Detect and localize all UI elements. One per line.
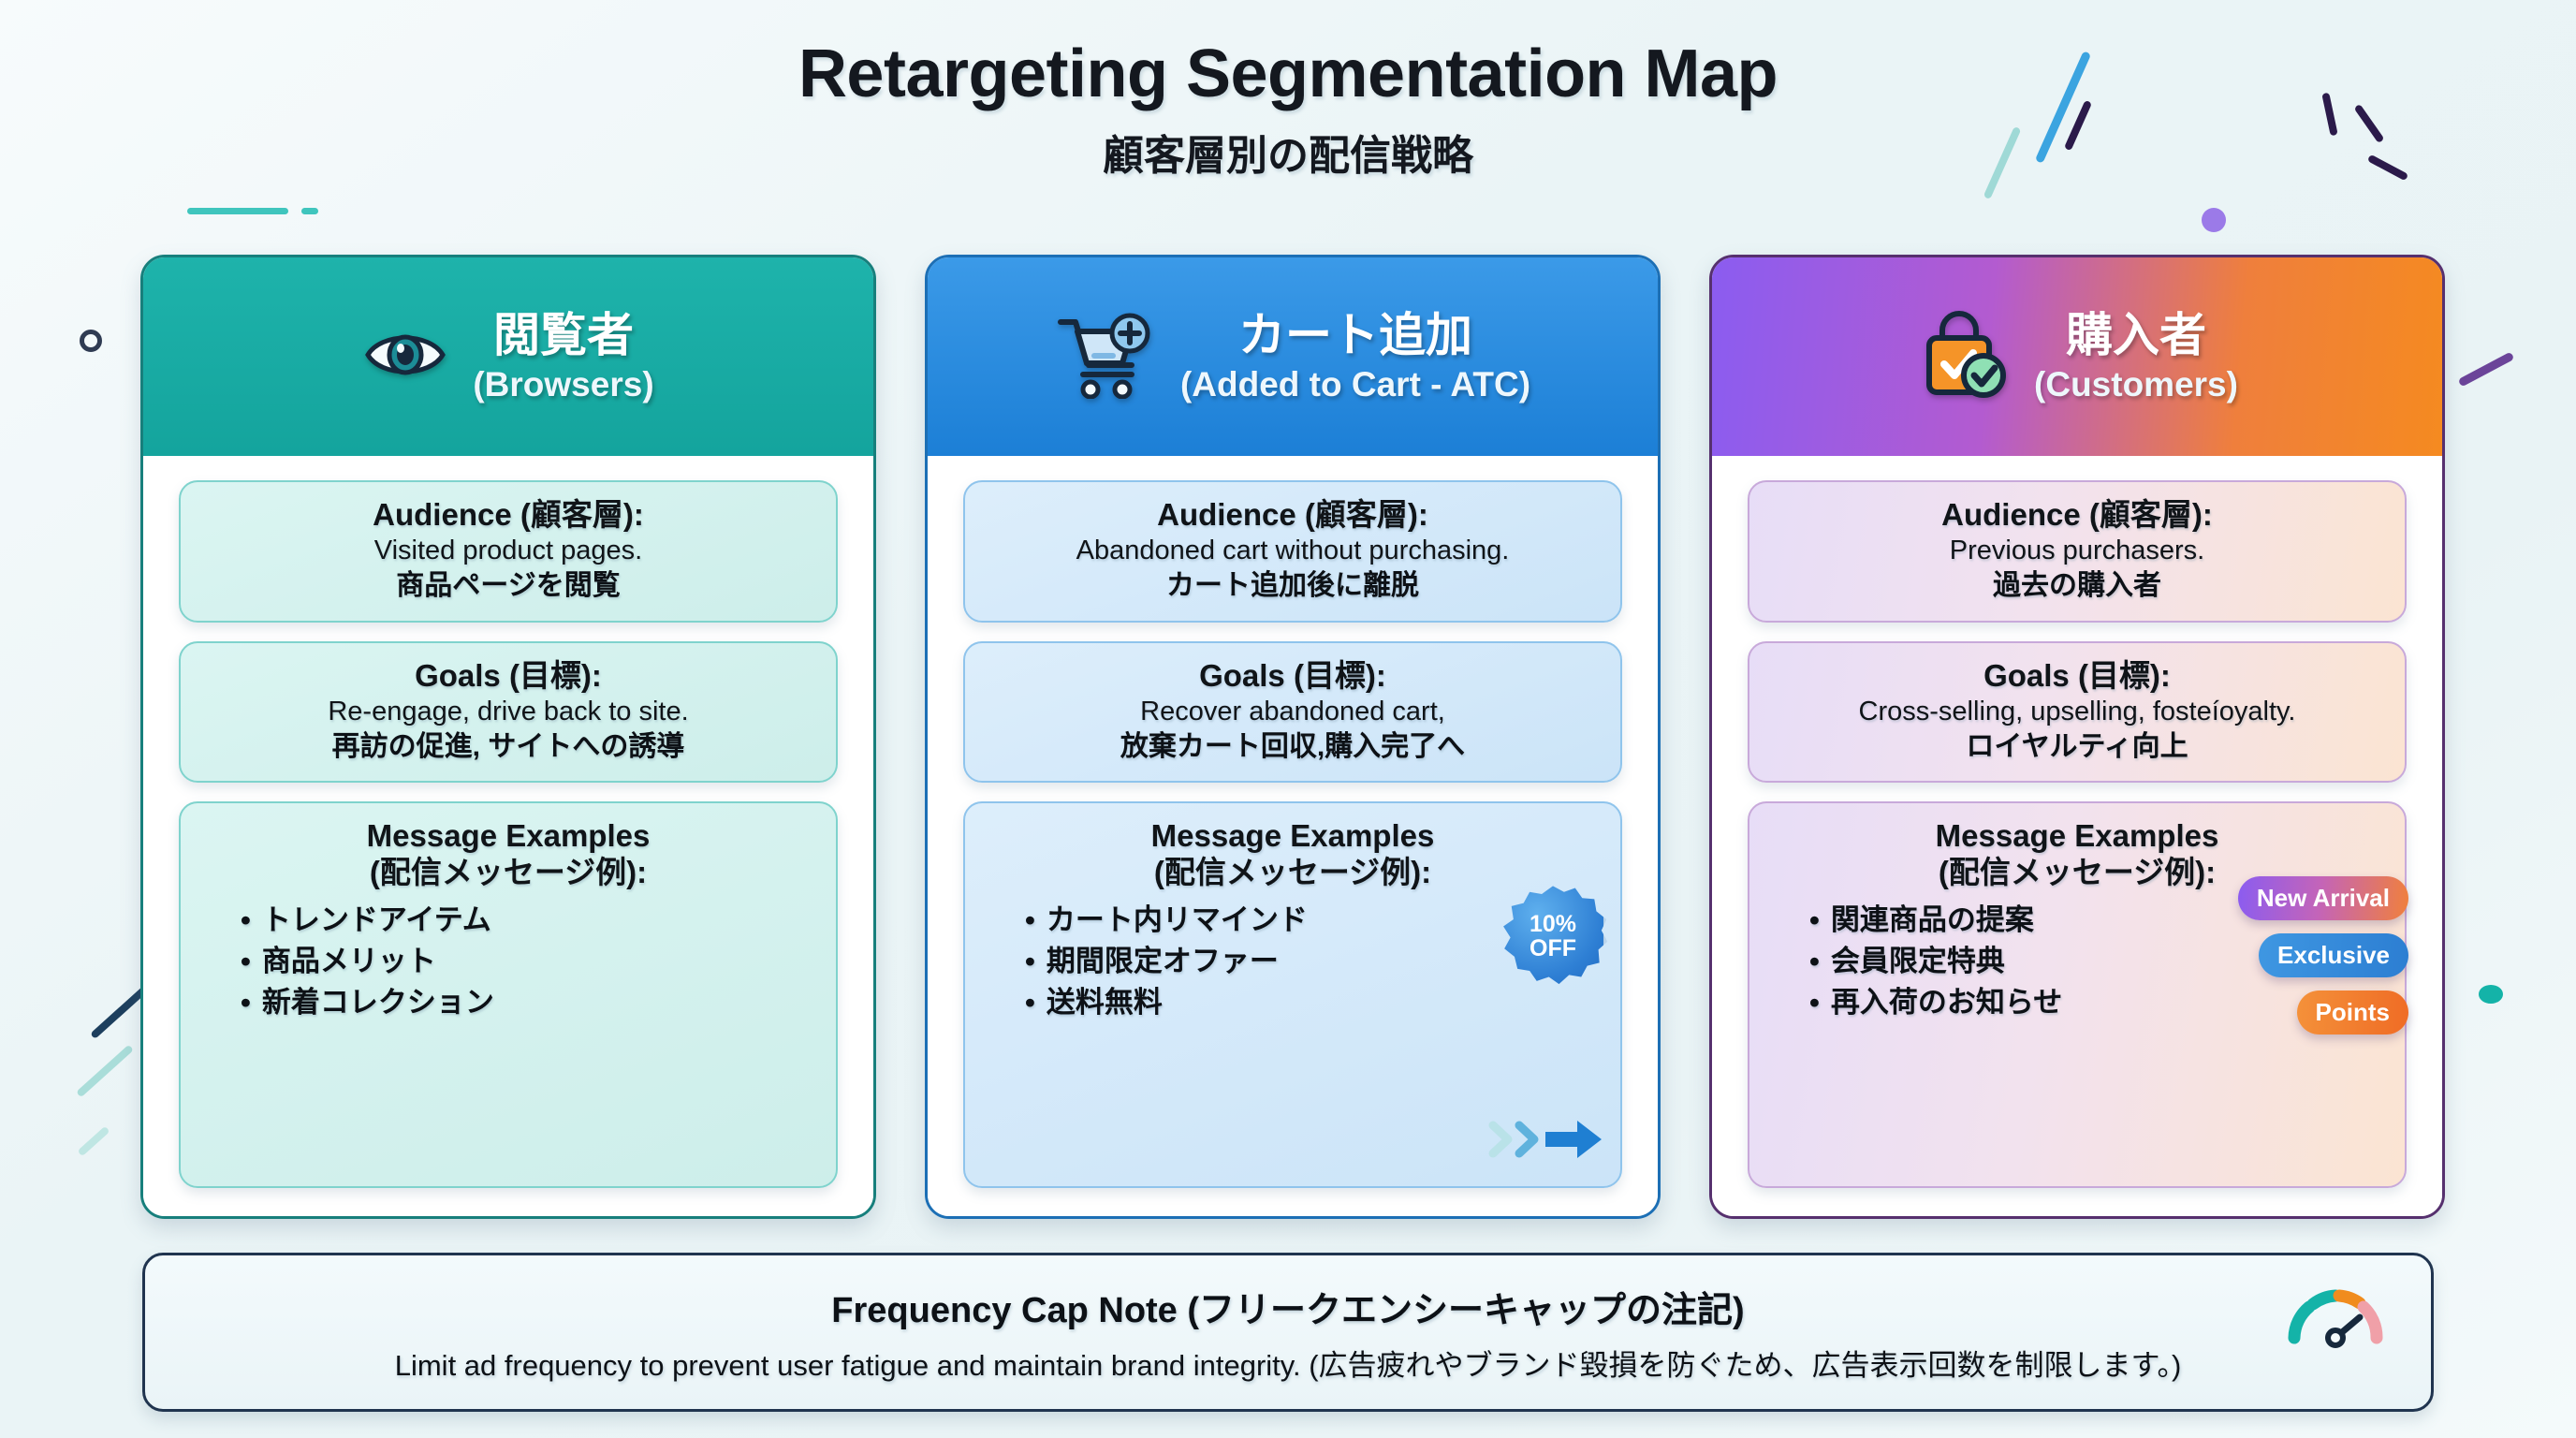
audience-box: Audience (顧客層): Visited product pages. 商… bbox=[179, 480, 838, 623]
goals-text-jp: ロイヤルティ向上 bbox=[1966, 730, 2188, 762]
message-subheading: (配信メッセージ例): bbox=[1153, 854, 1432, 889]
column-title-customers: 購入者 (Customers) bbox=[2034, 308, 2238, 404]
goals-text-jp: 再訪の促進, サイトへの誘導 bbox=[331, 730, 685, 762]
deco-dot-purple bbox=[2202, 208, 2226, 232]
page-subtitle: 顧客層別の配信戦略 bbox=[1103, 133, 1473, 179]
deco-dash-1 bbox=[187, 208, 288, 214]
deco-ring bbox=[80, 330, 102, 352]
status-badge-new-arrival: New Arrival bbox=[2237, 876, 2408, 921]
deco-stroke-3 bbox=[77, 1125, 110, 1157]
audience-heading: Audience (顧客層): bbox=[373, 497, 644, 532]
column-header-customers: 購入者 (Customers) bbox=[1712, 257, 2442, 456]
list-item: 新着コレクション bbox=[241, 982, 819, 1023]
discount-badge-percent: 10% bbox=[1529, 911, 1577, 938]
frequency-cap-description: Limit ad frequency to prevent user fatig… bbox=[394, 1349, 2182, 1382]
column-body-atc: Audience (顧客層): Abandoned cart without p… bbox=[928, 456, 1658, 1216]
frequency-cap-note: Frequency Cap Note (フリークエンシーキャップの注記) Lim… bbox=[142, 1253, 2434, 1412]
column-header-atc: カート追加 (Added to Cart - ATC) bbox=[928, 257, 1658, 456]
eye-icon bbox=[362, 321, 448, 393]
column-body-browsers: Audience (顧客層): Visited product pages. 商… bbox=[143, 456, 873, 1216]
deco-slash-purple bbox=[2457, 351, 2515, 388]
goals-text-en: Cross-selling, upselling, fosteíoyalty. bbox=[1858, 696, 2296, 726]
list-item: 商品メリット bbox=[241, 941, 819, 982]
shopping-bag-check-icon bbox=[1916, 310, 2010, 404]
column-title-en: (Added to Cart - ATC) bbox=[1179, 364, 1531, 404]
column-title-jp: 閲覧者 bbox=[493, 308, 634, 361]
column-body-customers: Audience (顧客層): Previous purchasers. 過去の… bbox=[1712, 456, 2442, 1216]
column-title-en: (Customers) bbox=[2034, 364, 2238, 404]
audience-text-jp: カート追加後に離脱 bbox=[1166, 570, 1419, 602]
speedometer-gauge-icon bbox=[2283, 1272, 2388, 1354]
message-list: トレンドアイテム 商品メリット 新着コレクション bbox=[198, 900, 819, 1023]
list-item: 再入荷のお知らせ bbox=[1809, 982, 2388, 1023]
column-title-jp: カート追加 bbox=[1237, 308, 1472, 361]
list-item: 送料無料 bbox=[1025, 982, 1603, 1023]
audience-text-jp: 過去の購入者 bbox=[1993, 570, 2161, 602]
audience-heading: Audience (顧客層): bbox=[1157, 497, 1428, 532]
audience-text-en: Visited product pages. bbox=[373, 536, 643, 566]
segment-columns: 閲覧者 (Browsers) Audience (顧客層): Visited p… bbox=[140, 255, 2445, 1219]
goals-box: Goals (目標): Recover abandoned cart, 放棄カー… bbox=[963, 640, 1622, 784]
audience-text-jp: 商品ページを閲覧 bbox=[396, 570, 621, 602]
segment-column-customers[interactable]: 購入者 (Customers) Audience (顧客層): Previous… bbox=[1709, 255, 2445, 1219]
message-list: 関連商品の提案 会員限定特典 再入荷のお知らせ bbox=[1766, 900, 2388, 1023]
goals-heading: Goals (目標): bbox=[415, 657, 602, 693]
goals-heading: Goals (目標): bbox=[1199, 657, 1386, 693]
deco-dot-teal bbox=[2479, 985, 2503, 1004]
goals-text-jp: 放棄カート回収,購入完了へ bbox=[1120, 730, 1466, 762]
cart-plus-icon bbox=[1055, 311, 1156, 404]
segment-column-browsers[interactable]: 閲覧者 (Browsers) Audience (顧客層): Visited p… bbox=[140, 255, 876, 1219]
status-badge-points: Points bbox=[2296, 990, 2408, 1035]
message-subheading: (配信メッセージ例): bbox=[1938, 854, 2217, 889]
frequency-cap-title: Frequency Cap Note (フリークエンシーキャップの注記) bbox=[831, 1291, 1745, 1330]
audience-box: Audience (顧客層): Abandoned cart without p… bbox=[963, 480, 1622, 623]
segment-column-atc[interactable]: カート追加 (Added to Cart - ATC) Audience (顧客… bbox=[925, 255, 1661, 1219]
goals-box: Goals (目標): Re-engage, drive back to sit… bbox=[179, 640, 838, 784]
column-title-en: (Browsers) bbox=[473, 364, 654, 404]
message-heading: Message Examples bbox=[1150, 818, 1435, 854]
message-heading: Message Examples bbox=[366, 818, 651, 854]
audience-text-en: Abandoned cart without purchasing. bbox=[1076, 536, 1510, 566]
audience-box: Audience (顧客層): Previous purchasers. 過去の… bbox=[1748, 480, 2407, 623]
audience-text-en: Previous purchasers. bbox=[1949, 536, 2205, 566]
message-examples-box: Message Examples (配信メッセージ例): トレンドアイテム 商品… bbox=[179, 801, 838, 1188]
column-title-atc: カート追加 (Added to Cart - ATC) bbox=[1179, 308, 1531, 404]
column-header-browsers: 閲覧者 (Browsers) bbox=[143, 257, 873, 456]
goals-text-en: Re-engage, drive back to site. bbox=[328, 696, 689, 726]
status-badge-exclusive: Exclusive bbox=[2259, 933, 2408, 978]
discount-badge-off: OFF bbox=[1530, 935, 1576, 962]
list-item: トレンドアイテム bbox=[241, 900, 819, 941]
audience-heading: Audience (顧客層): bbox=[1941, 497, 2213, 532]
deco-dash-2 bbox=[301, 208, 318, 214]
column-title-jp: 購入者 bbox=[2065, 308, 2206, 361]
page-title: Retargeting Segmentation Map bbox=[798, 37, 1778, 111]
message-heading: Message Examples bbox=[1935, 818, 2219, 854]
deco-stroke-2 bbox=[76, 1044, 134, 1098]
forward-arrow-icon bbox=[1486, 1114, 1605, 1169]
list-item: カート内リマインド bbox=[1025, 900, 1603, 941]
goals-box: Goals (目標): Cross-selling, upselling, fo… bbox=[1748, 640, 2407, 784]
message-examples-box: Message Examples (配信メッセージ例): 関連商品の提案 会員限… bbox=[1748, 801, 2408, 1188]
page-header: Retargeting Segmentation Map 顧客層別の配信戦略 bbox=[0, 36, 2576, 182]
goals-text-en: Recover abandoned cart, bbox=[1140, 696, 1445, 726]
column-title-browsers: 閲覧者 (Browsers) bbox=[473, 308, 654, 404]
promo-tag-group: New Arrival Exclusive Points bbox=[2237, 876, 2408, 1035]
message-list: カート内リマインド 期間限定オファー 送料無料 bbox=[982, 900, 1603, 1023]
goals-heading: Goals (目標): bbox=[1983, 657, 2171, 693]
list-item: 期間限定オファー bbox=[1025, 941, 1603, 982]
list-item: 関連商品の提案 bbox=[1809, 900, 2388, 941]
message-subheading: (配信メッセージ例): bbox=[369, 854, 648, 889]
list-item: 会員限定特典 bbox=[1809, 941, 2388, 982]
message-examples-box: Message Examples (配信メッセージ例): カート内リマインド 期… bbox=[963, 801, 1622, 1188]
